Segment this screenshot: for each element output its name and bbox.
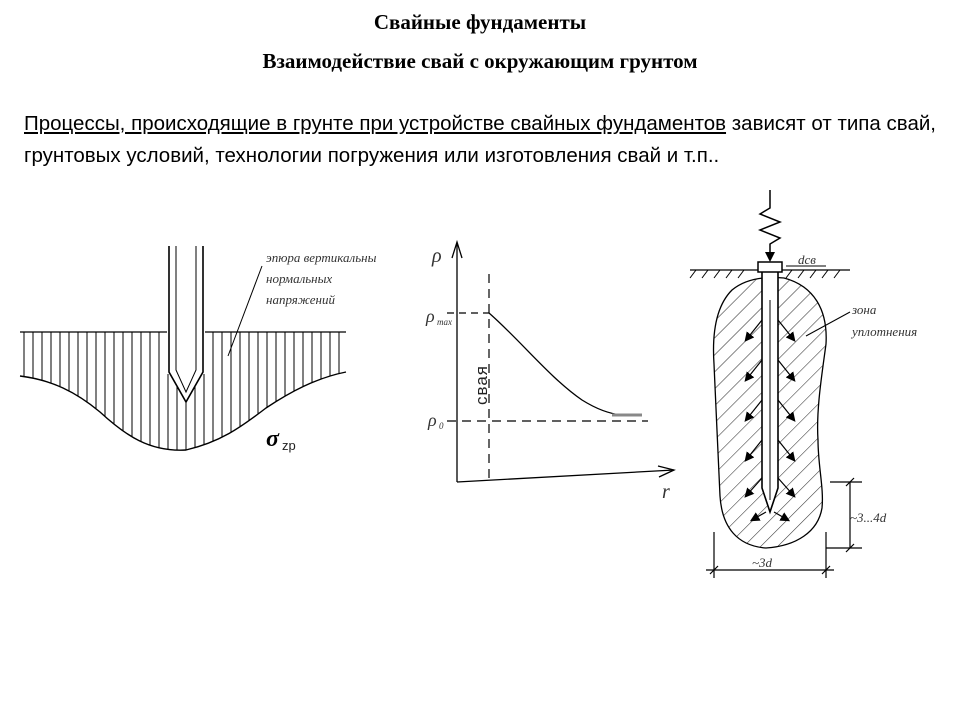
- load-arrowhead: [765, 252, 775, 262]
- pile-width-label: dсв: [798, 252, 816, 267]
- width-dimension: [706, 532, 834, 578]
- stress-label-line3: напряжений: [266, 292, 335, 307]
- pile-vertical-label: свая: [472, 365, 491, 405]
- y-axis-label: ρ: [431, 245, 442, 267]
- pile-shape: [168, 246, 204, 404]
- pile-cap: [757, 261, 783, 273]
- stress-curve: [19, 371, 347, 451]
- pmax-subscript: max: [437, 317, 452, 327]
- ground-hatch-ticks: [689, 269, 841, 279]
- intro-underlined-text: Процессы, происходящие в грунте при устр…: [24, 112, 727, 135]
- depth-dimension: [826, 477, 862, 553]
- sigma-symbol: σ: [266, 426, 280, 452]
- stress-diagram-figure: эпюра вертикальны нормальных напряжений …: [19, 246, 377, 453]
- compaction-zone-figure: dсв зона уплотнения ~3...4d: [689, 190, 917, 578]
- slide-subtitle: Взаимодействие свай с окружающим грунтом: [262, 49, 698, 73]
- intro-rest-text: зависят от типа свай, грунтовых условий,…: [24, 112, 936, 167]
- slide-title: Свайные фундаменты: [373, 10, 587, 34]
- density-curve: [488, 312, 623, 416]
- displacement-arrows: [744, 319, 796, 522]
- p0-subscript: 0: [439, 421, 444, 431]
- width-label: ~3d: [752, 555, 773, 570]
- p0-label: ρ: [427, 410, 437, 430]
- intro-paragraph: Процессы, происходящие в грунте при устр…: [24, 108, 936, 172]
- density-graph-figure: ρ ρ max ρ 0 свая r: [425, 239, 676, 503]
- zone-leader-line: [805, 311, 851, 337]
- stress-label-line1: эпюра вертикальны: [266, 250, 377, 265]
- pile-inner-line: [175, 246, 197, 394]
- sigma-subscript: zp: [282, 438, 296, 453]
- zone-label-line1: зона: [851, 302, 877, 317]
- x-axis: [456, 469, 675, 483]
- zone-label-line2: уплотнения: [850, 324, 917, 339]
- y-axis-arrow: [451, 239, 463, 259]
- stress-label-line2: нормальных: [266, 271, 332, 286]
- x-axis-arrow: [657, 465, 676, 478]
- pmax-label: ρ: [425, 306, 435, 326]
- spring-load-icon: [757, 190, 783, 258]
- label-leader-line: [227, 265, 263, 357]
- x-axis-label: r: [662, 481, 670, 503]
- depth-label: ~3...4d: [850, 510, 887, 525]
